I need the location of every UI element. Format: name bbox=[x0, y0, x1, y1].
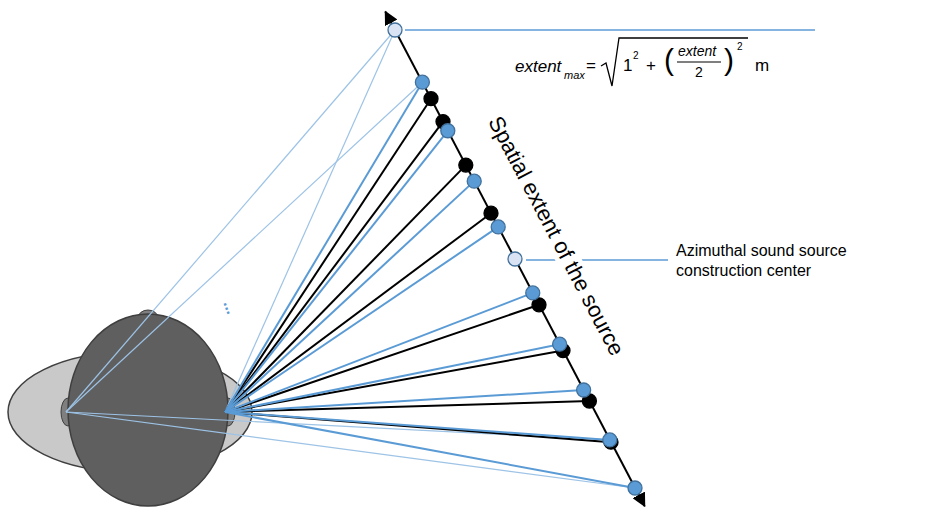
ray-line bbox=[66, 30, 395, 412]
sqrt-sign bbox=[601, 38, 748, 86]
source-point bbox=[484, 206, 498, 220]
extent-axis bbox=[385, 12, 644, 506]
formula-term: extent bbox=[515, 58, 561, 75]
source-point bbox=[577, 383, 591, 397]
ray-lines bbox=[66, 30, 635, 488]
leader-line bbox=[526, 259, 668, 261]
fraction-bar bbox=[677, 61, 721, 62]
ray-line bbox=[225, 401, 589, 412]
formula-paren: ) bbox=[724, 45, 734, 75]
source-point bbox=[441, 124, 455, 138]
ray-line bbox=[225, 122, 443, 412]
ray-line bbox=[225, 181, 474, 412]
ray-line bbox=[225, 412, 610, 440]
source-point bbox=[388, 23, 402, 37]
formula-subscript: max bbox=[564, 70, 585, 81]
ray-line bbox=[225, 412, 635, 488]
source-point bbox=[553, 337, 567, 351]
ray-line bbox=[225, 412, 611, 442]
head bbox=[68, 314, 228, 506]
formula-sign: = bbox=[586, 57, 596, 74]
axis-label: Spatial extent of the source bbox=[482, 110, 630, 363]
formula-term: 1 bbox=[623, 57, 632, 74]
source-point bbox=[491, 220, 505, 234]
source-point bbox=[603, 433, 617, 447]
ray-line bbox=[225, 293, 533, 412]
ellipsis-mark: ... bbox=[220, 298, 240, 316]
ray-line bbox=[225, 390, 584, 412]
source-point bbox=[508, 252, 522, 266]
formula-term: extent bbox=[678, 44, 716, 58]
ray-line bbox=[225, 99, 431, 412]
source-point bbox=[459, 158, 473, 172]
source-point bbox=[424, 92, 438, 106]
formula-superscript: 2 bbox=[633, 51, 639, 61]
source-point bbox=[415, 75, 429, 89]
formula-unit: m bbox=[755, 57, 769, 74]
source-points bbox=[388, 23, 642, 495]
source-point bbox=[526, 286, 540, 300]
source-point bbox=[467, 174, 481, 188]
formula-sign: + bbox=[646, 57, 656, 74]
ray-line bbox=[66, 412, 635, 488]
formula-term: 2 bbox=[695, 65, 703, 79]
formula-paren: ( bbox=[664, 45, 674, 75]
leader-line bbox=[405, 29, 815, 31]
source-point bbox=[628, 481, 642, 495]
formula-superscript: 2 bbox=[737, 42, 743, 52]
callout-label: Azimuthal sound source construction cent… bbox=[676, 241, 886, 281]
ray-line bbox=[225, 82, 422, 412]
